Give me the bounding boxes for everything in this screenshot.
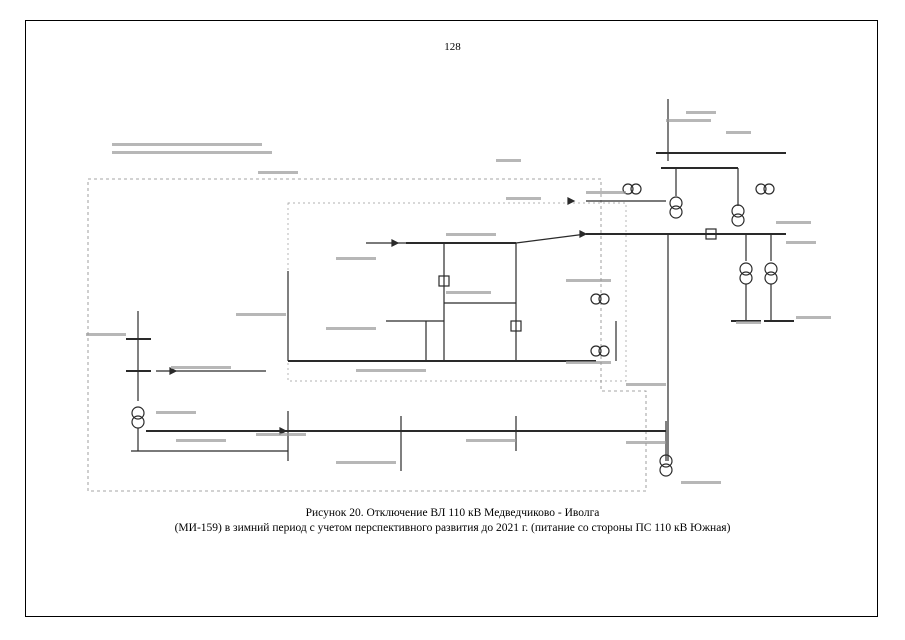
transformer-symbol xyxy=(131,415,145,429)
caption-line-2: (МИ-159) в зимний период с учетом перспе… xyxy=(174,522,731,534)
transformer-symbol xyxy=(669,205,683,219)
transformer-symbol xyxy=(731,213,745,227)
transformer-symbol xyxy=(659,454,673,468)
transformer-symbol xyxy=(659,463,673,477)
transformer-symbol xyxy=(739,262,753,276)
breaker xyxy=(705,228,717,240)
network-boundary-dashed xyxy=(87,178,647,492)
transformer-symbol xyxy=(764,262,778,276)
transformer-symbol xyxy=(630,183,642,195)
power-network-diagram xyxy=(86,99,831,492)
transformer-symbol xyxy=(739,271,753,285)
transformer-symbol xyxy=(590,345,602,357)
breaker xyxy=(438,275,450,287)
transformer-symbol xyxy=(763,183,775,195)
page-number: 128 xyxy=(444,41,461,53)
caption-line-1: Рисунок 20. Отключение ВЛ 110 кВ Медведч… xyxy=(305,507,600,519)
transformer-symbol xyxy=(755,183,767,195)
transformer-symbol xyxy=(598,293,610,305)
transformer-symbol xyxy=(131,406,145,420)
document-page: 128 xyxy=(25,20,878,617)
transformer-symbol xyxy=(590,293,602,305)
transformer-symbol xyxy=(764,271,778,285)
transformer-symbol xyxy=(731,204,745,218)
transformer-symbol xyxy=(598,345,610,357)
breaker xyxy=(510,320,522,332)
transformer-symbol xyxy=(669,196,683,210)
figure-caption: Рисунок 20. Отключение ВЛ 110 кВ Медведч… xyxy=(26,506,879,536)
transformer-symbol xyxy=(622,183,634,195)
inner-boundary-dashed xyxy=(287,202,627,382)
